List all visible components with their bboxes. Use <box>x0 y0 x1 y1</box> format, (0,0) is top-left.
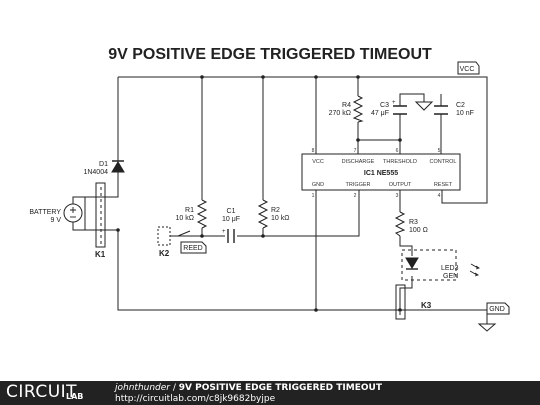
r2-resistor-symbol <box>257 199 269 229</box>
wire-c3 <box>399 93 425 140</box>
gnd-flag <box>486 302 510 315</box>
ic1-pin-trigger-label: TRIGGER <box>345 182 370 188</box>
junction-dot <box>356 75 360 79</box>
r4-value-label: 270 kΩ <box>329 110 351 117</box>
battery-name-label: BATTERY <box>29 209 61 216</box>
c1-value-label: 10 μF <box>222 216 240 223</box>
footer-circuit-title: 9V POSITIVE EDGE TRIGGERED TIMEOUT <box>178 383 382 393</box>
ic1-pin-control-label: CONTROL <box>430 159 457 165</box>
reed-flag <box>180 241 207 254</box>
d1-diode-symbol <box>111 161 125 173</box>
ic1-pin-2-number: 2 <box>354 193 357 199</box>
ic1-pin-8-number: 8 <box>312 148 315 154</box>
r2-name-label: R2 <box>271 207 280 214</box>
battery-value-label: 9 V <box>50 217 61 224</box>
wire-battery <box>72 196 85 231</box>
c3-ground-icon <box>414 101 434 111</box>
c1-capacitor-symbol <box>227 229 235 243</box>
wire-output <box>399 190 413 310</box>
circuitlab-logo: CIRCUIT <box>6 382 78 402</box>
ic1-pin-5-number: 5 <box>438 148 441 154</box>
c3-name-label: C3 <box>380 102 389 109</box>
c3-value-label: 47 μF <box>371 110 389 117</box>
wire-pin6 <box>358 139 401 154</box>
c1-name-label: C1 <box>227 208 236 215</box>
circuitlab-logo-lab: LAB <box>66 392 84 401</box>
k2-relay-symbol <box>157 226 171 246</box>
d1-name-label: D1 <box>99 161 108 168</box>
page-title: 9V POSITIVE EDGE TRIGGERED TIMEOUT <box>108 46 432 63</box>
ic1-body <box>301 153 461 191</box>
junction-dot <box>314 308 318 312</box>
d1-value-label: 1N4004 <box>83 169 108 176</box>
footer-author-line: johnthunder / 9V POSITIVE EDGE TRIGGERED… <box>115 383 382 393</box>
ic1-pin-output-label: OUTPUT <box>389 182 412 188</box>
reed-switch-icon <box>170 230 191 237</box>
wire-battery-link <box>84 178 487 311</box>
c1-polarity-sign: + <box>222 229 226 235</box>
r1-value-label: 10 kΩ <box>176 215 194 222</box>
r1-resistor-symbol <box>196 199 208 229</box>
wire-vcc-rail <box>118 76 488 204</box>
junction-dot <box>398 138 402 142</box>
footer-author[interactable]: johnthunder <box>115 383 171 393</box>
ic1-pin-discharge-label: DISCHARGE <box>342 159 375 165</box>
ic1-pin-reset-label: RESET <box>434 182 453 188</box>
r1-name-label: R1 <box>185 207 194 214</box>
junction-dot <box>398 308 402 312</box>
junction-dot <box>200 75 204 79</box>
r4-name-label: R4 <box>342 102 351 109</box>
led3-value-label: GEN <box>443 273 458 280</box>
k1-relay-symbol <box>95 182 106 248</box>
junction-dot <box>116 228 120 232</box>
r2-value-label: 10 kΩ <box>271 215 289 222</box>
ic1-pin-vcc-label: VCC <box>312 159 324 165</box>
c3-polarity-sign: + <box>392 100 396 106</box>
footer-separator: / <box>170 383 179 393</box>
ic1-pin-gnd-label: GND <box>312 182 324 188</box>
schematic-canvas: IC1 NE555 VCC DISCHARGE THRESHOLD CONTRO… <box>29 61 510 332</box>
c2-capacitor-symbol <box>434 105 448 115</box>
gnd-flag-label: GND <box>489 306 505 313</box>
junction-dot <box>261 234 265 238</box>
k3-relay-symbol <box>395 284 406 320</box>
k1-name-label: K1 <box>95 250 106 259</box>
k2-name-label: K2 <box>159 249 170 258</box>
ic1-pin-threshold-label: THRESHOLD <box>383 159 417 165</box>
led3-light-icon <box>469 263 481 277</box>
ic1-name: IC1 NE555 <box>364 170 398 177</box>
junction-dot <box>356 138 360 142</box>
led3-symbol <box>405 257 419 269</box>
vcc-flag-label: VCC <box>460 66 475 73</box>
ic1-pin-7-number: 7 <box>354 148 357 154</box>
led3-name-label: LED3 <box>441 265 459 272</box>
vcc-flag <box>457 61 480 75</box>
r4-resistor-symbol <box>352 95 364 123</box>
c2-value-label: 10 nF <box>456 110 474 117</box>
junction-dot <box>314 75 318 79</box>
footer-url-link[interactable]: http://circuitlab.com/c8jk9682byjpe <box>115 394 276 404</box>
k3-name-label: K3 <box>421 301 432 310</box>
wire-r2-branch <box>262 77 360 237</box>
c3-capacitor-symbol <box>393 105 407 115</box>
junction-dot <box>261 75 265 79</box>
ic1-pin-3-number: 3 <box>396 193 399 199</box>
c2-name-label: C2 <box>456 102 465 109</box>
ic1-pin-4-number: 4 <box>438 193 441 199</box>
r3-resistor-symbol <box>394 211 406 237</box>
battery-plus-icon <box>70 207 76 213</box>
reed-flag-label: REED <box>183 245 202 252</box>
r3-name-label: R3 <box>409 219 418 226</box>
ic1-pin-6-number: 6 <box>396 148 399 154</box>
junction-dot <box>200 234 204 238</box>
ic1-pin-1-number: 1 <box>312 193 315 199</box>
led3-highlight <box>401 249 457 281</box>
r3-value-label: 100 Ω <box>409 227 428 234</box>
footer-bar: CIRCUIT LAB johnthunder / 9V POSITIVE ED… <box>0 381 540 405</box>
